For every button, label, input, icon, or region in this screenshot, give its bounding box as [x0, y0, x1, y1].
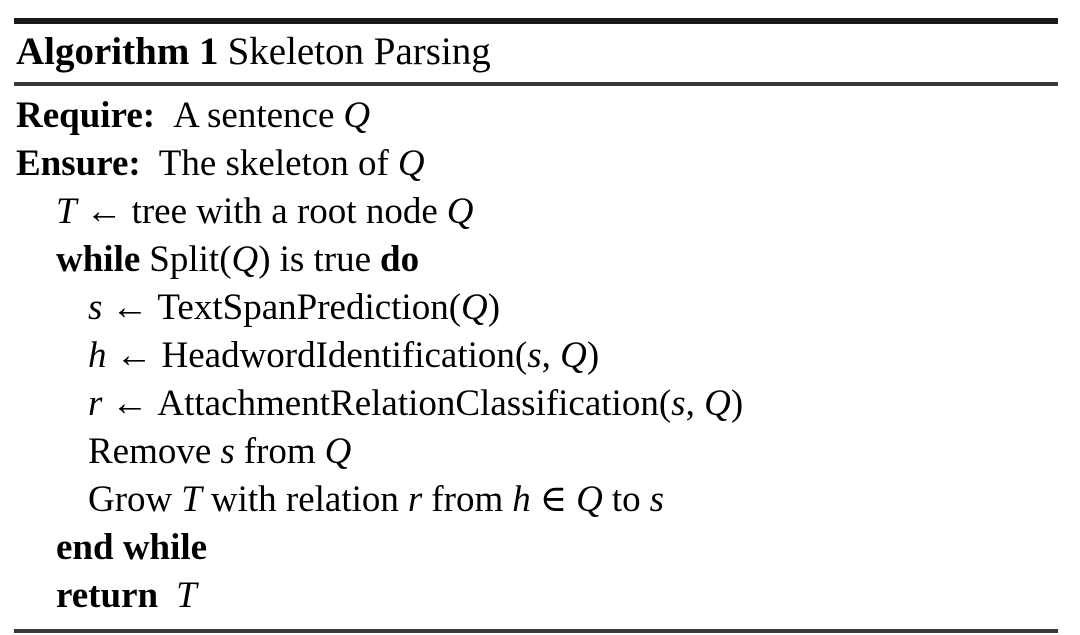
arc-call-arg2: Q — [704, 383, 731, 424]
arc-lhs: r — [88, 383, 103, 424]
remove-math-q: Q — [324, 431, 352, 472]
algorithm-line-attachment-relation-classification: r←AttachmentRelationClassification(s, Q) — [14, 380, 1058, 428]
ensure-math-q: Q — [397, 143, 425, 184]
algorithm-line-return: return T — [14, 572, 1058, 620]
hwi-call-arg2: Q — [560, 335, 587, 376]
grow-math-t: T — [181, 479, 202, 520]
hwi-lhs: h — [88, 335, 107, 376]
algorithm-number-label: Algorithm 1 — [16, 30, 219, 73]
ensure-text: The skeleton of — [158, 143, 389, 184]
algorithm-top-rule — [14, 18, 1058, 24]
while-call-close: ) — [258, 239, 271, 280]
remove-math-s: s — [220, 431, 235, 472]
assign-arrow-icon: ← — [85, 191, 123, 232]
hwi-call-sep: , — [541, 335, 561, 376]
require-text: A sentence — [173, 95, 335, 136]
tsp-lhs: s — [88, 287, 103, 328]
tsp-call-close: ) — [487, 287, 501, 328]
hwi-call-name: HeadwordIdentification( — [161, 335, 528, 376]
ensure-keyword: Ensure: — [16, 143, 141, 184]
tsp-call-arg: Q — [461, 287, 488, 328]
hwi-call-close: ) — [586, 335, 600, 376]
require-math-q: Q — [343, 95, 371, 136]
grow-text-d: to — [611, 479, 641, 520]
assign-arrow-icon: ← — [111, 383, 149, 424]
hwi-call-arg1: s — [527, 335, 542, 376]
algorithm-name-label: Skeleton Parsing — [227, 30, 491, 73]
grow-math-r: r — [407, 479, 423, 520]
arc-call-sep: , — [685, 383, 705, 424]
assign-arrow-icon: ← — [115, 335, 153, 376]
algorithm-bottom-rule — [14, 629, 1058, 633]
init-tree-text: tree with a root node — [131, 191, 438, 232]
algorithm-line-end-while: end while — [14, 524, 1058, 572]
arc-call-arg1: s — [671, 383, 686, 424]
return-keyword: return — [56, 575, 159, 616]
do-keyword: do — [380, 239, 420, 280]
require-keyword: Require: — [16, 95, 156, 136]
arc-call-name: AttachmentRelationClassification( — [157, 383, 672, 424]
end-while-keyword: end while — [56, 527, 208, 568]
remove-text-b: from — [243, 431, 316, 472]
init-tree-math-q: Q — [446, 191, 474, 232]
while-call-arg: Q — [231, 239, 259, 280]
grow-text-a: Grow — [88, 479, 173, 520]
assign-arrow-icon: ← — [111, 287, 149, 328]
algorithm-line-text-span-prediction: s←TextSpanPrediction(Q) — [14, 284, 1058, 332]
while-call-name: Split( — [149, 239, 232, 280]
tsp-call-name: TextSpanPrediction( — [157, 287, 462, 328]
grow-math-q: Q — [576, 479, 603, 520]
grow-math-s: s — [649, 479, 665, 520]
grow-text-b: with relation — [210, 479, 399, 520]
while-keyword: while — [56, 239, 141, 280]
grow-math-h: h — [512, 479, 531, 520]
element-of-icon: ∈ — [539, 479, 568, 520]
algorithm-line-headword-identification: h←HeadwordIdentification(s, Q) — [14, 332, 1058, 380]
return-math-t: T — [176, 575, 197, 616]
init-tree-lhs: T — [56, 191, 77, 232]
while-condition-text: is true — [279, 239, 372, 280]
arc-call-close: ) — [730, 383, 744, 424]
algorithm-header-rule — [14, 82, 1058, 86]
remove-text-a: Remove — [88, 431, 212, 472]
grow-text-c: from — [431, 479, 504, 520]
